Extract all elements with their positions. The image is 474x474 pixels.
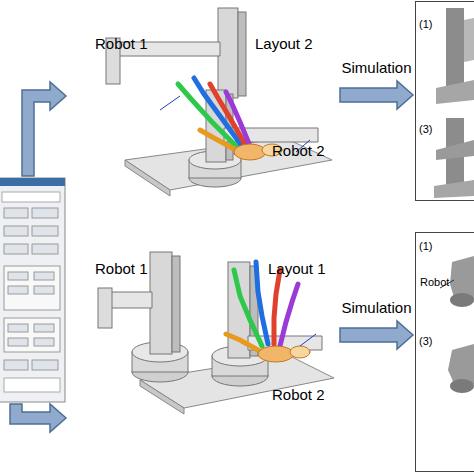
block-arrow xyxy=(340,81,413,109)
node-label: Robot 2 xyxy=(272,143,325,160)
node-label: Robot xyxy=(420,276,449,288)
flow-arrow xyxy=(10,404,66,432)
node-label: (1) xyxy=(419,240,432,252)
node-label: (1) xyxy=(419,18,432,30)
node-label: Robot 1 xyxy=(95,36,148,53)
flow-arrow xyxy=(22,82,66,176)
node-label: Layout 1 xyxy=(268,261,326,278)
node-label: Layout 2 xyxy=(255,36,313,53)
node-label: (3) xyxy=(419,123,432,135)
node-label: Robot 1 xyxy=(95,261,148,278)
result-panel: (1) Robot (3) xyxy=(415,232,474,472)
edge-label: Simulation xyxy=(341,299,411,316)
edge-label: Simulation xyxy=(341,59,411,76)
software-gui xyxy=(0,178,65,402)
robot-layout: Robot 1 Layout 2 Robot 2 xyxy=(88,15,338,175)
robot-layout: Robot 1 Layout 1 Robot 2 xyxy=(88,250,338,420)
block-arrow xyxy=(340,321,413,349)
node-label: Robot 2 xyxy=(272,387,325,404)
result-panel: (1) (3) xyxy=(415,1,474,201)
node-label: (3) xyxy=(419,335,432,347)
